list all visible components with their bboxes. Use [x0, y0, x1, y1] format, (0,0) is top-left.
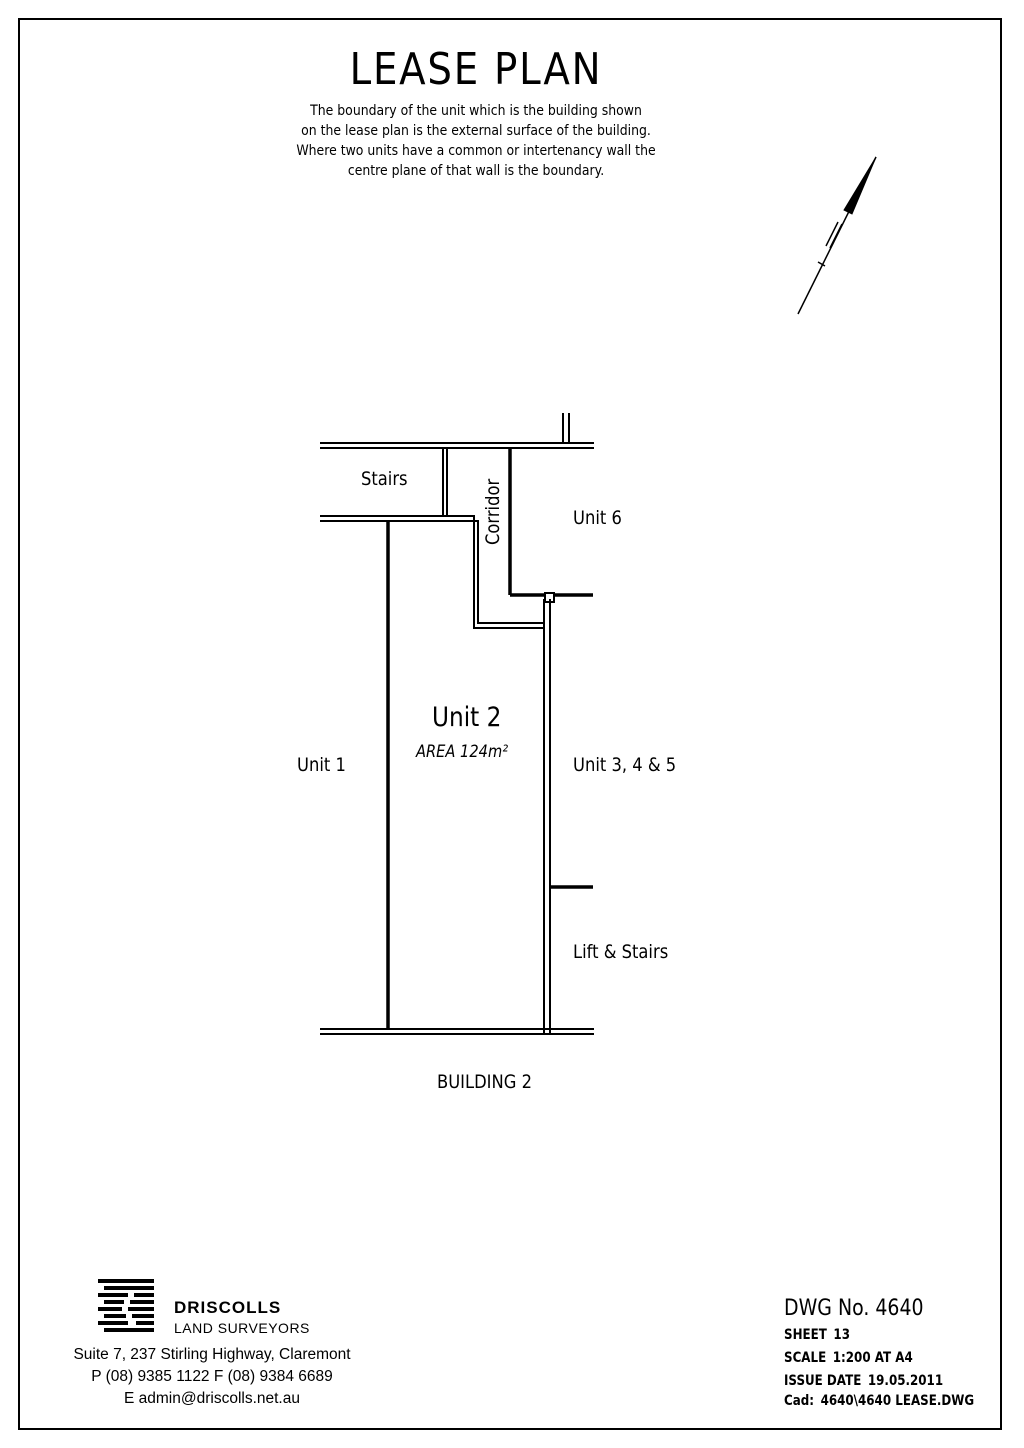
drawing-number: DWG No. 4640	[784, 1296, 924, 1321]
building-label: BUILDING 2	[437, 1071, 532, 1093]
note-line: Where two units have a common or interte…	[296, 143, 656, 159]
firm-email: E admin@driscolls.net.au	[124, 1390, 300, 1407]
corridor-inner-boundary	[439, 520, 545, 624]
page-title: LEASE PLAN	[349, 44, 603, 95]
unit2-area: AREA 124m²	[416, 742, 509, 762]
sheet-row: SHEET 13	[784, 1327, 850, 1343]
unit1-label: Unit 1	[297, 754, 346, 776]
cad-row: Cad: 4640\4640 LEASE.DWG	[784, 1393, 974, 1409]
north-arrow-icon	[797, 156, 877, 315]
cad-label: Cad:	[784, 1393, 815, 1409]
lift-stairs-label: Lift & Stairs	[573, 941, 669, 963]
firm-subtitle: LAND SURVEYORS	[174, 1320, 310, 1336]
wall-junction	[544, 592, 555, 603]
scale-row: SCALE 1:200 AT A4	[784, 1350, 913, 1366]
sheet-value: 13	[833, 1327, 850, 1343]
cad-value: 4640\4640 LEASE.DWG	[820, 1393, 975, 1409]
unit6-label: Unit 6	[573, 507, 622, 529]
note-line: The boundary of the unit which is the bu…	[310, 103, 642, 119]
note-line: centre plane of that wall is the boundar…	[347, 163, 605, 179]
firm-phone: P (08) 9385 1122 F (08) 9384 6689	[91, 1368, 333, 1385]
firm-address: Suite 7, 237 Stirling Highway, Claremont	[73, 1346, 351, 1363]
drawing-border	[18, 18, 1002, 1430]
issue-row: ISSUE DATE 19.05.2011	[784, 1373, 943, 1389]
note-line: on the lease plan is the external surfac…	[301, 123, 651, 139]
issue-value: 19.05.2011	[867, 1373, 944, 1389]
stairs-label: Stairs	[361, 468, 408, 490]
issue-label: ISSUE DATE	[784, 1373, 862, 1389]
corridor-label: Corridor	[482, 478, 504, 545]
scale-label: SCALE	[784, 1350, 827, 1366]
sheet-label: SHEET	[784, 1327, 827, 1343]
unit345-label: Unit 3, 4 & 5	[573, 754, 677, 776]
scale-value: 1:200 AT A4	[832, 1350, 913, 1366]
corridor-left-boundary	[442, 515, 545, 629]
driscolls-logo-icon	[98, 1279, 154, 1332]
boundary-note: The boundary of the unit which is the bu…	[261, 101, 691, 181]
unit2-label: Unit 2	[432, 702, 502, 733]
firm-name: DRISCOLLS	[174, 1298, 282, 1317]
